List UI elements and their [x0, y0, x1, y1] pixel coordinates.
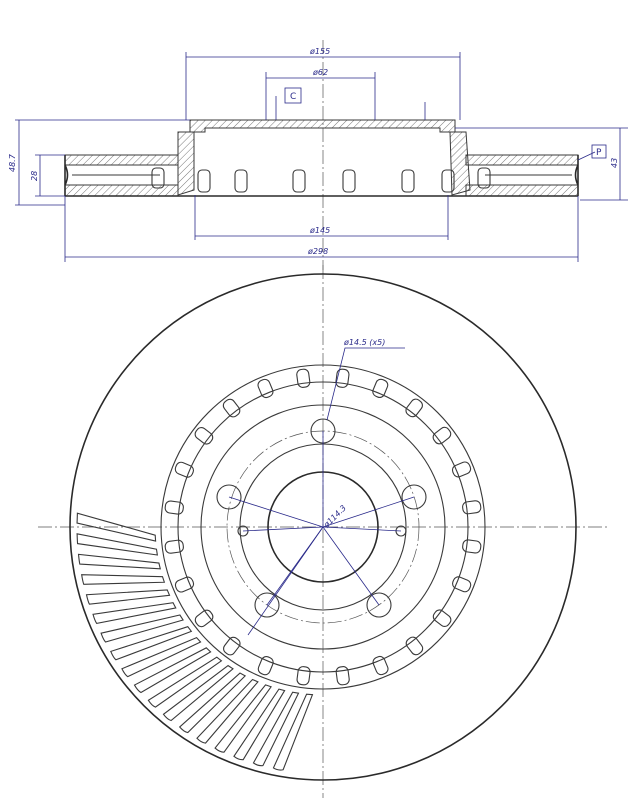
cooling-vane — [85, 589, 171, 605]
friction-ring-left-bottom — [64, 184, 179, 197]
cooling-vane — [76, 533, 159, 556]
vent-notch — [222, 398, 241, 418]
tolerance-label-p: P — [596, 148, 602, 158]
plan-view: ø14.5 (x5) ø114.3 — [38, 265, 610, 798]
vent-notch — [462, 539, 482, 554]
bolt-hole — [401, 484, 427, 510]
cooling-vane — [162, 664, 234, 722]
cooling-vane — [121, 636, 202, 678]
vent-notch — [432, 609, 452, 627]
vent-notch — [174, 461, 194, 478]
tolerance-box-c — [284, 87, 302, 104]
vent-notch — [451, 461, 472, 478]
bolt-hole — [254, 592, 280, 618]
section-view: ø155 ø62 ø145 ø298 48.7 28 43 C P — [8, 40, 628, 270]
cooling-vane — [133, 647, 212, 694]
tolerance-box-p — [591, 144, 607, 159]
friction-ring-right-top — [465, 154, 579, 166]
vent-notch — [223, 636, 241, 656]
bolt-hole-leader — [326, 347, 405, 421]
cooling-vane — [92, 602, 177, 625]
vent-vanes-section — [151, 167, 491, 193]
tolerance-label-c: C — [290, 92, 296, 102]
cooling-vane — [110, 626, 193, 661]
cooling-vane — [233, 688, 286, 761]
cooling-vane — [196, 678, 259, 744]
cooling-vane — [100, 614, 184, 643]
vent-notch — [296, 666, 311, 686]
vent-notch — [335, 368, 350, 388]
vent-notch — [462, 500, 482, 515]
hat-wall-left — [177, 131, 195, 196]
vent-notch — [164, 539, 184, 554]
vent-notch — [194, 609, 214, 628]
dim-top-outer: ø155 — [309, 47, 330, 56]
dim-total-height: 48.7 — [8, 153, 17, 172]
vent-notch — [432, 426, 452, 445]
friction-ring-right-bottom — [465, 184, 579, 197]
dim-top-inner: ø62 — [312, 68, 328, 77]
cooling-vane — [214, 684, 272, 753]
vent-notch — [405, 398, 423, 418]
vent-notches — [164, 368, 482, 686]
hat-outer-ring — [177, 381, 469, 673]
disc-outer-edge — [69, 273, 577, 781]
dim-bolt-hole: ø14.5 (x5) — [343, 338, 385, 347]
cooling-vane — [77, 553, 161, 570]
vent-notch — [405, 636, 424, 656]
dim-hat-width: ø145 — [309, 226, 330, 235]
vent-notch — [257, 656, 274, 676]
cooling-vane — [178, 672, 247, 734]
bolt-hole — [366, 592, 392, 618]
hat-top-section — [189, 119, 456, 133]
cooling-vanes — [76, 512, 314, 771]
cooling-vane — [252, 691, 300, 767]
vent-notch — [174, 576, 195, 593]
cooling-vane — [81, 574, 166, 585]
bolt-hole — [216, 484, 242, 510]
disc-inner-edge — [160, 364, 486, 690]
vent-notch — [452, 576, 472, 593]
vent-notch — [335, 666, 350, 686]
vent-notch — [164, 500, 184, 515]
vent-notch — [372, 378, 389, 398]
dim-disc-diameter: ø298 — [307, 247, 328, 256]
vent-notch — [372, 655, 389, 676]
pcd-radial-lines — [228, 431, 415, 636]
vent-notch — [194, 427, 214, 445]
disc-section-outline — [64, 155, 579, 197]
cooling-vane — [147, 656, 223, 708]
vent-notch — [257, 378, 274, 399]
dim-pcd: ø114.3 — [321, 503, 348, 530]
cooling-vane — [272, 693, 314, 771]
dim-disc-thickness: 28 — [30, 171, 39, 181]
dim-offset: 43 — [610, 158, 619, 168]
bolt-holes — [216, 418, 427, 618]
hat-inner-ring — [200, 404, 446, 650]
cooling-vane — [76, 512, 157, 542]
vent-notch — [296, 368, 311, 388]
section-dimensions — [15, 52, 628, 262]
friction-ring-left-top — [64, 154, 179, 166]
